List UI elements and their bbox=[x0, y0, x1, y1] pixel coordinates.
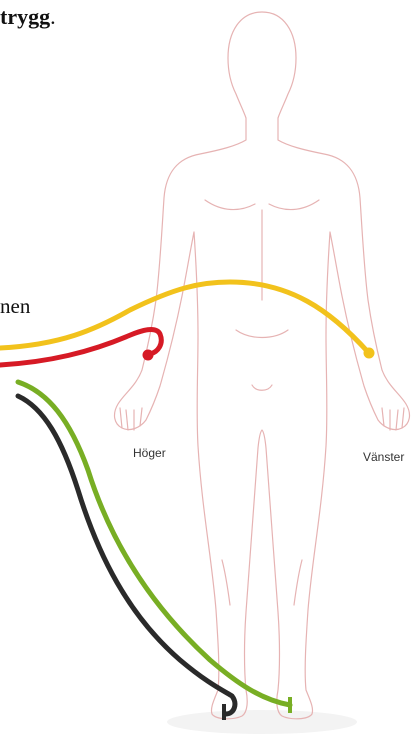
green-clip bbox=[288, 697, 292, 713]
floor-shadow bbox=[167, 710, 357, 734]
electrode-cables bbox=[0, 282, 368, 714]
yellow-clip bbox=[364, 348, 375, 359]
red-clip bbox=[143, 350, 154, 361]
yellow-cable bbox=[0, 282, 368, 352]
electrode-clips bbox=[143, 348, 375, 721]
green-cable bbox=[18, 382, 290, 705]
label-left-side: Vänster bbox=[363, 450, 404, 464]
black-clip bbox=[222, 704, 226, 720]
label-right-side: Höger bbox=[133, 446, 166, 460]
human-body-outline bbox=[115, 12, 410, 719]
